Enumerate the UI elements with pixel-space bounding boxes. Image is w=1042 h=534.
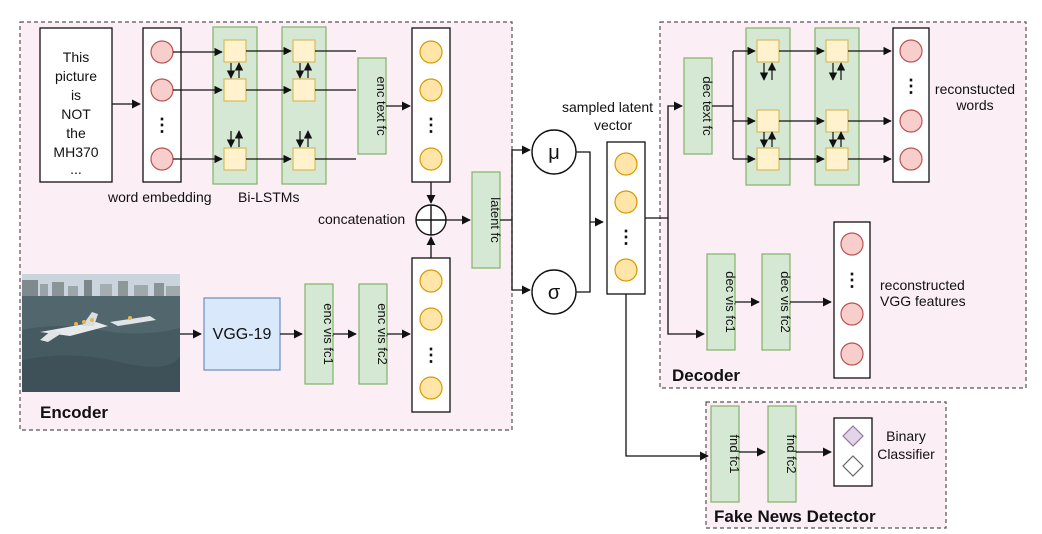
decoder-title: Decoder [672,366,740,385]
dec-text-fc-label: dec text fc [700,76,715,136]
enc-text-fc-block [357,57,387,155]
latent-vector-column: ⋮ [606,141,646,295]
reconstructed-word-node [899,147,923,171]
latent-node [614,258,638,282]
binary-classifier-label-line1: Binary [886,428,926,444]
fnd-fc2-label: fnd fc2 [784,434,799,473]
vgg19-label: VGG-19 [213,326,272,343]
reconstructed-word-node [899,109,923,133]
sampled-latent-label-line1: sampled latent [562,99,653,115]
enc-text-fc-label: enc text fc [374,76,389,136]
sigma-label: σ [548,282,561,304]
embedding-node [150,78,174,102]
reconstructed-vgg-label-line1: reconstructed [880,277,965,293]
reconstructed-vgg-node [840,302,864,326]
fnd-fc2-block [767,405,797,503]
visual-feature-node [419,269,443,293]
input-text-line-2: picture [55,68,97,84]
reconstructed-vgg-column: ⋮ [833,221,871,379]
reconstructed-vgg-node [840,232,864,256]
input-text-line-7: ... [70,161,82,177]
concatenation-label: concatenation [318,211,405,227]
input-text-line-6: MH370 [53,144,98,160]
visual-feature-node [419,376,443,400]
text-feature-node [419,40,443,64]
reconstructed-words-label-line2: words [955,97,993,113]
embedding-ellipsis: ⋮ [153,115,171,135]
binary-classifier-label-line2: Classifier [877,446,935,462]
reconstructed-word-ellipsis: ⋮ [902,76,920,96]
concatenation-operator [415,204,447,236]
enc-vis-fc2-block [358,283,388,385]
encoder-title: Encoder [40,403,108,422]
embedding-node [150,147,174,171]
bilstm-cells [223,39,316,171]
embedding-node [150,40,174,64]
input-text-line-3: is [71,87,81,103]
dec-vis-fc2-label: dec vis fc2 [778,271,793,332]
bilstm-label: Bi-LSTMs [238,189,299,205]
visual-feature-ellipsis: ⋮ [422,345,440,365]
enc-vis-fc2-label: enc vis fc2 [375,303,390,364]
class-real-diamond [842,425,864,447]
text-feature-ellipsis: ⋮ [422,115,440,135]
latent-fc-block [471,171,501,269]
input-image [22,274,180,392]
text-feature-column: ⋮ [411,27,451,183]
input-text-box: This picture is NOT the MH370 ... [39,27,113,183]
fnd-fc1-block [710,405,740,503]
dec-vis-fc2-block [761,253,791,351]
reconstructed-words-column: ⋮ [892,27,930,183]
detector-title: Fake News Detector [714,507,876,526]
sampled-latent-label-line2: vector [594,117,632,133]
binary-classifier-box [833,417,873,487]
reconstructed-vgg-node [840,342,864,366]
visual-feature-node [419,307,443,331]
input-text-line-4: NOT [61,106,91,122]
reconstructed-vgg-label-line2: VGG features [880,293,966,309]
text-feature-node [419,78,443,102]
latent-node [614,190,638,214]
enc-vis-fc1-label: enc vis fc1 [321,303,336,364]
reconstructed-words-label-line1: reconstucted [935,81,1015,97]
word-embedding-column: ⋮ [142,27,182,183]
class-fake-diamond [842,455,864,477]
text-feature-node [419,147,443,171]
enc-vis-fc1-block [304,283,334,385]
visual-feature-column: ⋮ [411,257,451,413]
latent-node [614,152,638,176]
mu-label: μ [548,142,560,164]
reconstructed-vgg-ellipsis: ⋮ [843,270,861,290]
dec-lstm-cells [756,39,849,171]
dec-vis-fc1-block [706,253,736,351]
reconstructed-word-node [899,39,923,63]
fnd-fc1-label: fnd fc1 [727,434,742,473]
input-text-line-1: This [63,49,89,65]
latent-ellipsis: ⋮ [617,227,635,247]
dec-vis-fc1-label: dec vis fc1 [723,271,738,332]
detector-panel [705,401,947,529]
word-embedding-label: word embedding [107,189,212,205]
latent-fc-label: latent fc [488,197,503,243]
input-text-line-5: the [66,125,86,141]
vgg19-block [203,297,281,371]
